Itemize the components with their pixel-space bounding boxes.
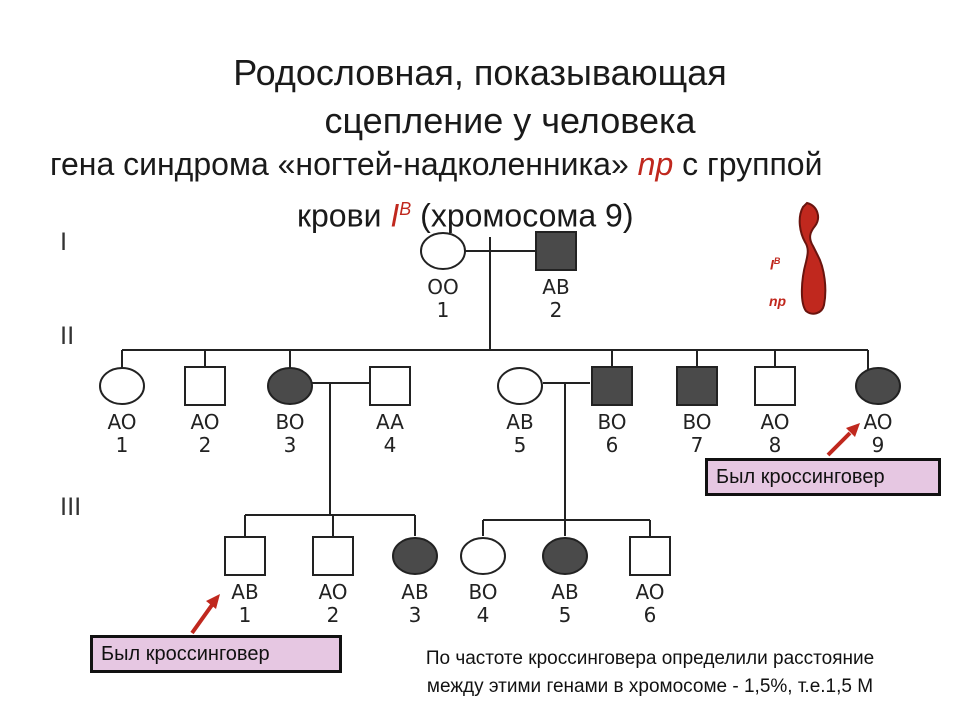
individual-II-1-circle — [99, 367, 145, 405]
genotype-II-1: AO — [107, 410, 136, 434]
genotype-III-5: AB — [551, 580, 578, 604]
individual-II-3-circle — [267, 367, 313, 405]
number-III-5: 5 — [559, 603, 572, 627]
arrow-crossover-2 — [826, 423, 860, 457]
individual-II-8-square — [754, 366, 796, 406]
individual-II-2-square — [184, 366, 226, 406]
genotype-III-1: AB — [231, 580, 258, 604]
genotype-III-3: AB — [401, 580, 428, 604]
genotype-II-2: AO — [190, 410, 219, 434]
individual-III-3-circle — [392, 537, 438, 575]
subtitle-gene: np — [637, 146, 674, 182]
individual-III-6-square — [629, 536, 671, 576]
individual-III-2-square — [312, 536, 354, 576]
number-I-1: 1 — [437, 298, 450, 322]
pedigree-nodes: OO1AB2AO1AO2BO3AA4AB5BO6BO7AO8AO9AB1AO2A… — [99, 231, 901, 627]
genotype-II-5: AB — [506, 410, 533, 434]
individual-III-1-square — [224, 536, 266, 576]
crossover-callout-1: Был кроссинговер — [90, 635, 342, 673]
genotype-II-3: BO — [275, 410, 304, 434]
genotype-II-9: AO — [863, 410, 892, 434]
number-III-3: 3 — [409, 603, 422, 627]
title-line-2: сцепление у человека — [324, 100, 696, 141]
chromosome-allele: I — [770, 256, 774, 273]
chromosome-allele-sup: B — [773, 256, 781, 266]
individual-II-6-square — [591, 366, 633, 406]
genotype-II-7: BO — [682, 410, 711, 434]
conclusion-note: По частоте кроссинговера определили расс… — [355, 645, 945, 701]
generation-label-III: III — [60, 493, 81, 521]
crossover-callout-2: Был кроссинговер — [705, 458, 941, 496]
number-II-7: 7 — [691, 433, 704, 457]
pedigree-lines — [121, 237, 869, 536]
number-II-8: 8 — [769, 433, 782, 457]
number-II-2: 2 — [199, 433, 212, 457]
individual-I-1-circle — [420, 232, 466, 270]
genotype-III-6: AO — [635, 580, 664, 604]
number-II-9: 9 — [872, 433, 885, 457]
number-I-2: 2 — [550, 298, 563, 322]
individual-III-4-circle — [460, 537, 506, 575]
subtitle-2-pre: крови — [297, 197, 391, 234]
number-II-1: 1 — [116, 433, 129, 457]
individual-II-9-circle — [855, 367, 901, 405]
chromosome-gene-label: np — [769, 293, 787, 309]
genotype-II-6: BO — [597, 410, 626, 434]
title-line-1: Родословная, показывающая — [233, 52, 727, 93]
genotype-I-2: AB — [542, 275, 569, 299]
subtitle-allele-sup: B — [399, 199, 412, 219]
subtitle-1-pre: гена синдрома «ногтей-надколенника» — [50, 146, 638, 182]
subtitle-1-post: с группой — [673, 146, 823, 182]
chromosome-allele-label: IB — [770, 256, 780, 273]
individual-I-2-square — [535, 231, 577, 271]
individual-II-7-square — [676, 366, 718, 406]
individual-II-4-square — [369, 366, 411, 406]
individual-III-5-circle — [542, 537, 588, 575]
generation-label-II: II — [60, 322, 74, 350]
individual-II-5-circle — [497, 367, 543, 405]
number-II-6: 6 — [606, 433, 619, 457]
generation-label-I: I — [60, 228, 67, 256]
genotype-II-8: AO — [760, 410, 789, 434]
genotype-III-2: AO — [318, 580, 347, 604]
number-III-6: 6 — [644, 603, 657, 627]
genotype-III-4: BO — [468, 580, 497, 604]
genotype-I-1: OO — [427, 275, 458, 299]
note-line-2: между этими генами в хромосоме - 1,5%, т… — [426, 676, 874, 697]
number-II-4: 4 — [384, 433, 397, 457]
number-III-2: 2 — [327, 603, 340, 627]
arrow-crossover-1 — [190, 594, 220, 635]
number-II-3: 3 — [284, 433, 297, 457]
number-II-5: 5 — [514, 433, 527, 457]
chromosome-icon — [798, 201, 827, 315]
note-line-1: По частоте кроссинговера определили расс… — [425, 648, 875, 669]
genotype-II-4: AA — [376, 410, 404, 434]
number-III-4: 4 — [477, 603, 490, 627]
subtitle-line-2: крови IB (хромосома 9) — [297, 190, 634, 235]
subtitle-line-1: гена синдрома «ногтей-надколенника» np с… — [50, 145, 822, 183]
subtitle-allele: I — [390, 197, 400, 234]
subtitle-2-post: (хромосома 9) — [411, 197, 634, 234]
number-III-1: 1 — [239, 603, 252, 627]
